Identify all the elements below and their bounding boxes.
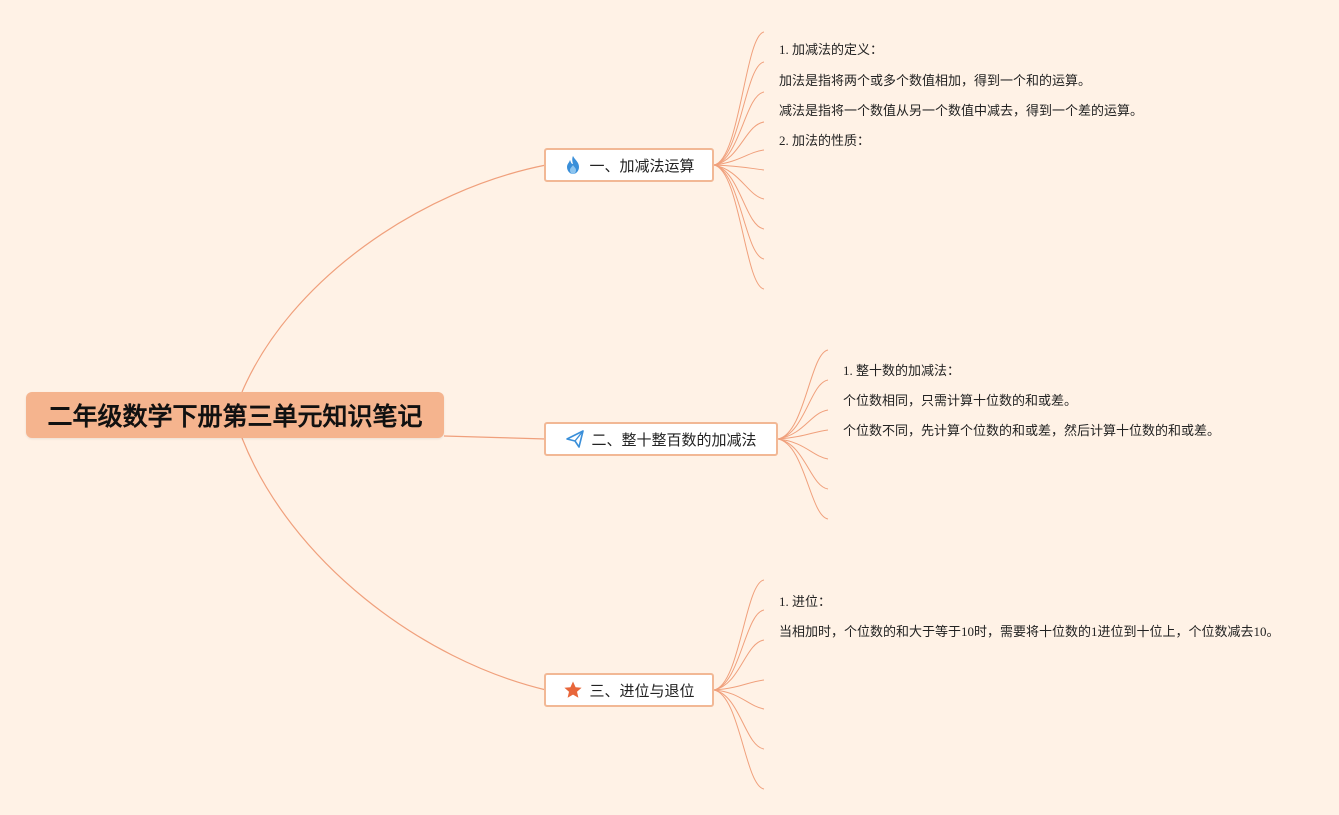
- topic-2-fan: [777, 349, 829, 520]
- note-item[interactable]: 个位数不同，先计算个位数的和或差，然后计算十位数的和或差。: [843, 423, 1221, 438]
- branch-line-2: [443, 435, 547, 440]
- topic-label: 一、加减法运算: [589, 156, 695, 175]
- star-icon: [563, 680, 583, 700]
- topic-node-3[interactable]: 三、进位与退位: [544, 673, 714, 707]
- note-item[interactable]: 1. 整十数的加减法：: [843, 363, 961, 378]
- topic-node-2[interactable]: 二、整十整百数的加减法: [544, 422, 778, 456]
- note-item[interactable]: 1. 进位：: [779, 594, 832, 609]
- note-item[interactable]: 2. 加法的性质：: [779, 133, 871, 148]
- root-node-title[interactable]: 二年级数学下册第三单元知识笔记: [26, 392, 444, 438]
- topic-1-fan: [713, 31, 765, 290]
- note-item[interactable]: 1. 加减法的定义：: [779, 42, 884, 57]
- topic-label: 三、进位与退位: [589, 681, 695, 700]
- branch-line-3: [241, 437, 547, 691]
- topic-node-1[interactable]: 一、加减法运算: [544, 148, 714, 182]
- note-item[interactable]: 个位数相同，只需计算十位数的和或差。: [843, 393, 1078, 408]
- note-item[interactable]: 加法是指将两个或多个数值相加，得到一个和的运算。: [779, 73, 1092, 88]
- topic-3-fan: [713, 579, 765, 790]
- topic-label: 二、整十整百数的加减法: [591, 430, 757, 449]
- note-item[interactable]: 当相加时，个位数的和大于等于10时，需要将十位数的1进位到十位上，个位数减去10…: [779, 624, 1280, 639]
- branch-line-1: [241, 164, 547, 393]
- paper-plane-icon: [565, 429, 585, 449]
- note-item[interactable]: 减法是指将一个数值从另一个数值中减去，得到一个差的运算。: [779, 103, 1144, 118]
- fire-icon: [563, 155, 583, 175]
